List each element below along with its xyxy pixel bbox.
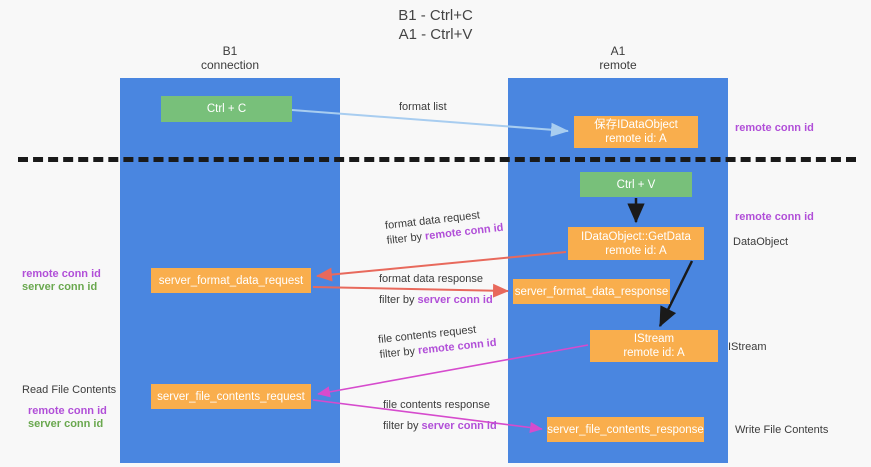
box-server-file-contents-request[interactable]: server_file_contents_request — [151, 384, 311, 409]
box-save-idataobject[interactable]: 保存IDataObject remote id: A — [574, 116, 698, 148]
filter-prefix-2: filter by — [379, 294, 418, 306]
edge-label-format-data-response: format data response filter by server co… — [379, 272, 493, 308]
column-header-a1-role: remote — [599, 58, 637, 72]
box-istream-label: IStream remote id: A — [623, 332, 684, 360]
column-header-b1-name: B1 — [222, 44, 238, 58]
filter-prefix: filter by — [386, 230, 426, 247]
box-ctrl-v-label: Ctrl + V — [616, 178, 656, 191]
edge-label-file-contents-request: file contents request filter by remote c… — [377, 321, 498, 363]
annotation-conn-ids-left: remote conn id server conn id — [22, 268, 101, 294]
filter-key-server-conn-id: server conn id — [417, 294, 493, 306]
box-idataobject-getdata-label: IDataObject::GetData remote id: A — [581, 230, 691, 258]
edge-label-file-contents-response: file contents response filter by server … — [383, 398, 497, 434]
phase-divider — [18, 157, 856, 162]
box-server-format-data-request[interactable]: server_format_data_request — [151, 268, 311, 293]
box-idataobject-getdata-line2: remote id: A — [605, 244, 667, 257]
annotation-read-file-contents-group: Read File Contents remote conn id server… — [22, 384, 116, 431]
box-istream[interactable]: IStream remote id: A — [590, 330, 718, 362]
box-ctrl-c[interactable]: Ctrl + C — [161, 96, 292, 122]
annotation-left-server-conn-id: server conn id — [22, 281, 98, 293]
page-title: B1 - Ctrl+C A1 - Ctrl+V — [0, 6, 871, 44]
edge-label-format-data-request: format data request filter by remote con… — [384, 206, 504, 249]
box-save-idataobject-label: 保存IDataObject remote id: A — [594, 118, 678, 146]
edge-label-format-list-text: format list — [399, 101, 447, 113]
annotation-dataobject: DataObject — [733, 236, 789, 248]
box-server-file-contents-response[interactable]: server_file_contents_response — [547, 417, 704, 442]
column-header-a1-name: A1 — [610, 44, 626, 58]
edge-label-file-contents-response-filter: filter by server conn id — [383, 419, 497, 434]
title-line-1: B1 - Ctrl+C — [398, 7, 473, 24]
annotation-left-remote-conn-id-2: remote conn id — [28, 405, 107, 417]
box-ctrl-c-label: Ctrl + C — [206, 103, 247, 115]
box-ctrl-v[interactable]: Ctrl + V — [580, 172, 692, 197]
annotation-left-server-conn-id-2: server conn id — [28, 418, 104, 430]
box-istream-line2: remote id: A — [623, 347, 685, 359]
column-header-a1: A1 remote — [508, 44, 728, 72]
edge-label-format-list: format list — [399, 100, 447, 115]
annotation-remote-conn-id-top: remote conn id — [735, 122, 814, 134]
box-istream-line1: IStream — [633, 333, 675, 345]
box-server-format-data-response[interactable]: server_format_data_response — [513, 279, 670, 304]
box-server-file-contents-request-label: server_file_contents_request — [157, 390, 305, 403]
annotation-write-file-contents: Write File Contents — [735, 424, 829, 436]
filter-key-server-conn-id-2: server conn id — [421, 420, 497, 432]
box-save-idataobject-line2: remote id: A — [605, 133, 667, 145]
annotation-left-remote-conn-id: remote conn id — [22, 268, 101, 280]
filter-prefix-4: filter by — [383, 420, 422, 432]
filter-prefix-3: filter by — [379, 344, 419, 361]
box-save-idataobject-line1: 保存IDataObject — [594, 119, 678, 131]
title-line-2: A1 - Ctrl+V — [398, 26, 473, 43]
edge-label-format-data-response-filter: filter by server conn id — [379, 293, 493, 308]
box-server-format-data-request-label: server_format_data_request — [158, 274, 304, 287]
column-header-b1-role: connection — [200, 58, 260, 72]
annotation-istream: IStream — [728, 341, 767, 353]
edge-label-file-contents-response-title: file contents response — [383, 399, 491, 411]
box-idataobject-getdata[interactable]: IDataObject::GetData remote id: A — [568, 227, 704, 260]
annotation-read-file-contents: Read File Contents — [22, 384, 117, 396]
box-idataobject-getdata-line1: IDataObject::GetData — [581, 230, 691, 243]
column-header-b1: B1 connection — [120, 44, 340, 72]
annotation-remote-conn-id-mid: remote conn id — [735, 211, 814, 223]
box-server-format-data-response-label: server_format_data_response — [514, 285, 669, 298]
box-server-file-contents-response-label: server_file_contents_response — [547, 423, 704, 436]
edge-label-format-data-response-title: format data response — [379, 273, 483, 285]
